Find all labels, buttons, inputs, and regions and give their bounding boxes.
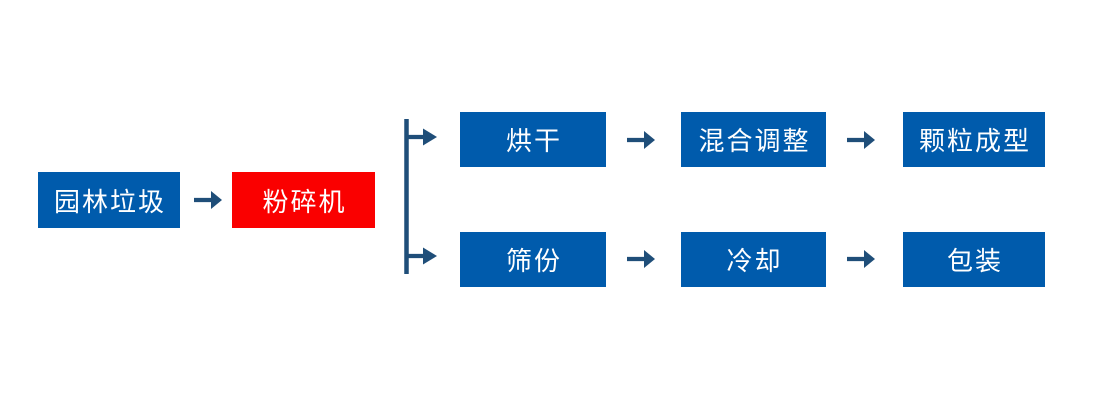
flow-box-cooling-label: 冷却 bbox=[726, 246, 783, 276]
flow-box-drying: 烘干 bbox=[460, 112, 606, 167]
flow-box-crusher-label: 粉碎机 bbox=[262, 186, 347, 217]
flow-box-mixing-adjustment: 混合调整 bbox=[681, 112, 826, 167]
flow-box-sieving: 筛份 bbox=[460, 232, 606, 287]
arrow-right-icon bbox=[627, 250, 655, 268]
arrow-right-icon bbox=[847, 131, 875, 149]
flow-box-sieving-label: 筛份 bbox=[505, 246, 562, 276]
flow-box-garden-waste-label: 园林垃圾 bbox=[53, 186, 166, 217]
flow-box-packaging: 包装 bbox=[903, 232, 1045, 287]
flow-box-packaging-label: 包装 bbox=[946, 246, 1003, 276]
arrow-right-icon bbox=[847, 250, 875, 268]
flow-box-mixing-adjustment-label: 混合调整 bbox=[698, 126, 811, 156]
flow-box-crusher: 粉碎机 bbox=[232, 172, 375, 228]
flow-box-pellet-forming-label: 颗粒成型 bbox=[918, 126, 1031, 156]
branch-split-icon bbox=[404, 119, 437, 274]
flow-box-pellet-forming: 颗粒成型 bbox=[903, 112, 1045, 167]
arrow-right-icon bbox=[194, 191, 222, 209]
flow-box-garden-waste: 园林垃圾 bbox=[38, 172, 180, 228]
flow-box-cooling: 冷却 bbox=[681, 232, 826, 287]
arrow-right-icon bbox=[627, 131, 655, 149]
flow-box-drying-label: 烘干 bbox=[505, 126, 562, 156]
